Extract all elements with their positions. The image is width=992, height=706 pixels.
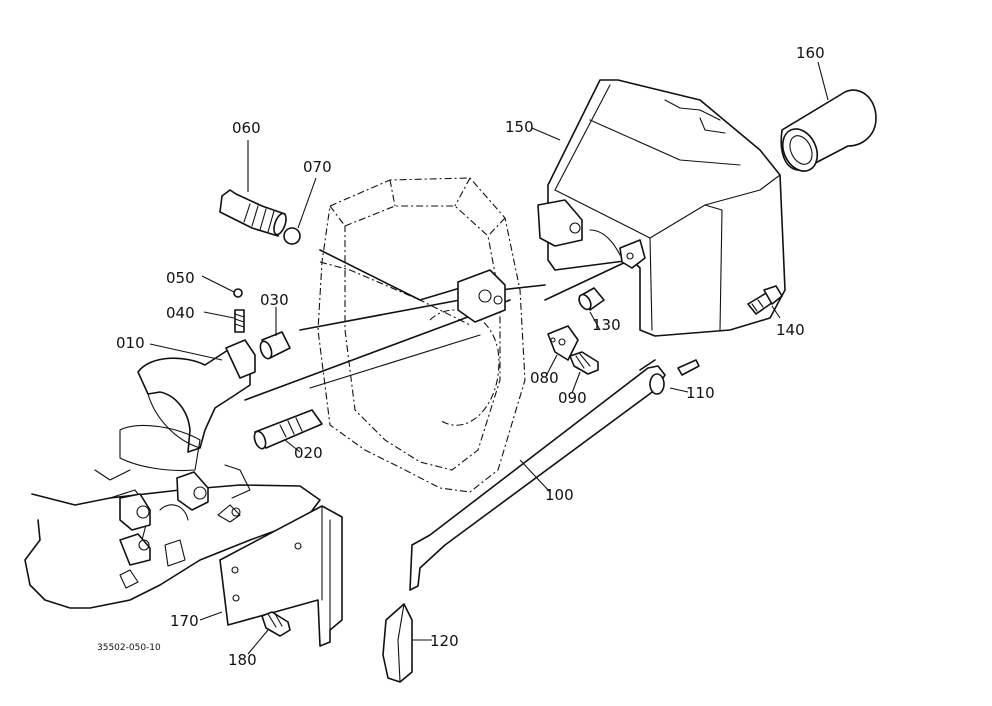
detent-spring [234, 309, 245, 333]
transmission-case [24, 424, 321, 609]
pin-110 [677, 359, 700, 376]
shaft-bracket [457, 269, 506, 323]
label-130: 130 [592, 316, 621, 334]
rubber-boot [780, 89, 877, 172]
label-090: 090 [558, 389, 587, 407]
bushing [578, 287, 605, 311]
collar [259, 331, 291, 360]
o-ring [283, 227, 301, 245]
lever-knob [382, 603, 413, 683]
label-100: 100 [545, 486, 574, 504]
shift-cover [537, 79, 786, 337]
label-050: 050 [166, 269, 195, 287]
label-180: 180 [228, 651, 257, 669]
bolt-140 [747, 285, 783, 315]
label-060: 060 [232, 119, 261, 137]
shift-pin [219, 189, 287, 237]
detent-ball [233, 288, 243, 298]
label-140: 140 [776, 321, 805, 339]
label-020: 020 [294, 444, 323, 462]
label-110: 110 [686, 384, 715, 402]
label-160: 160 [796, 44, 825, 62]
bolt-090 [569, 351, 599, 375]
shift-rod [253, 409, 323, 450]
label-150: 150 [505, 118, 534, 136]
part-labels: 060 070 050 040 030 010 020 080 090 100 … [97, 44, 825, 669]
drawing-reference: 35502-050-10 [97, 643, 161, 653]
label-070: 070 [303, 158, 332, 176]
shift-rod-lines [244, 249, 631, 401]
label-080: 080 [530, 369, 559, 387]
label-030: 030 [260, 291, 289, 309]
leader-lines [149, 61, 829, 655]
label-010: 010 [116, 334, 145, 352]
label-170: 170 [170, 612, 199, 630]
lock-plate [547, 325, 579, 361]
shift-fork [137, 339, 256, 453]
transmission-housing-phantom [317, 177, 526, 493]
label-040: 040 [166, 304, 195, 322]
shift-lever [409, 359, 666, 591]
label-120: 120 [430, 632, 459, 650]
bolt-180 [261, 611, 291, 637]
